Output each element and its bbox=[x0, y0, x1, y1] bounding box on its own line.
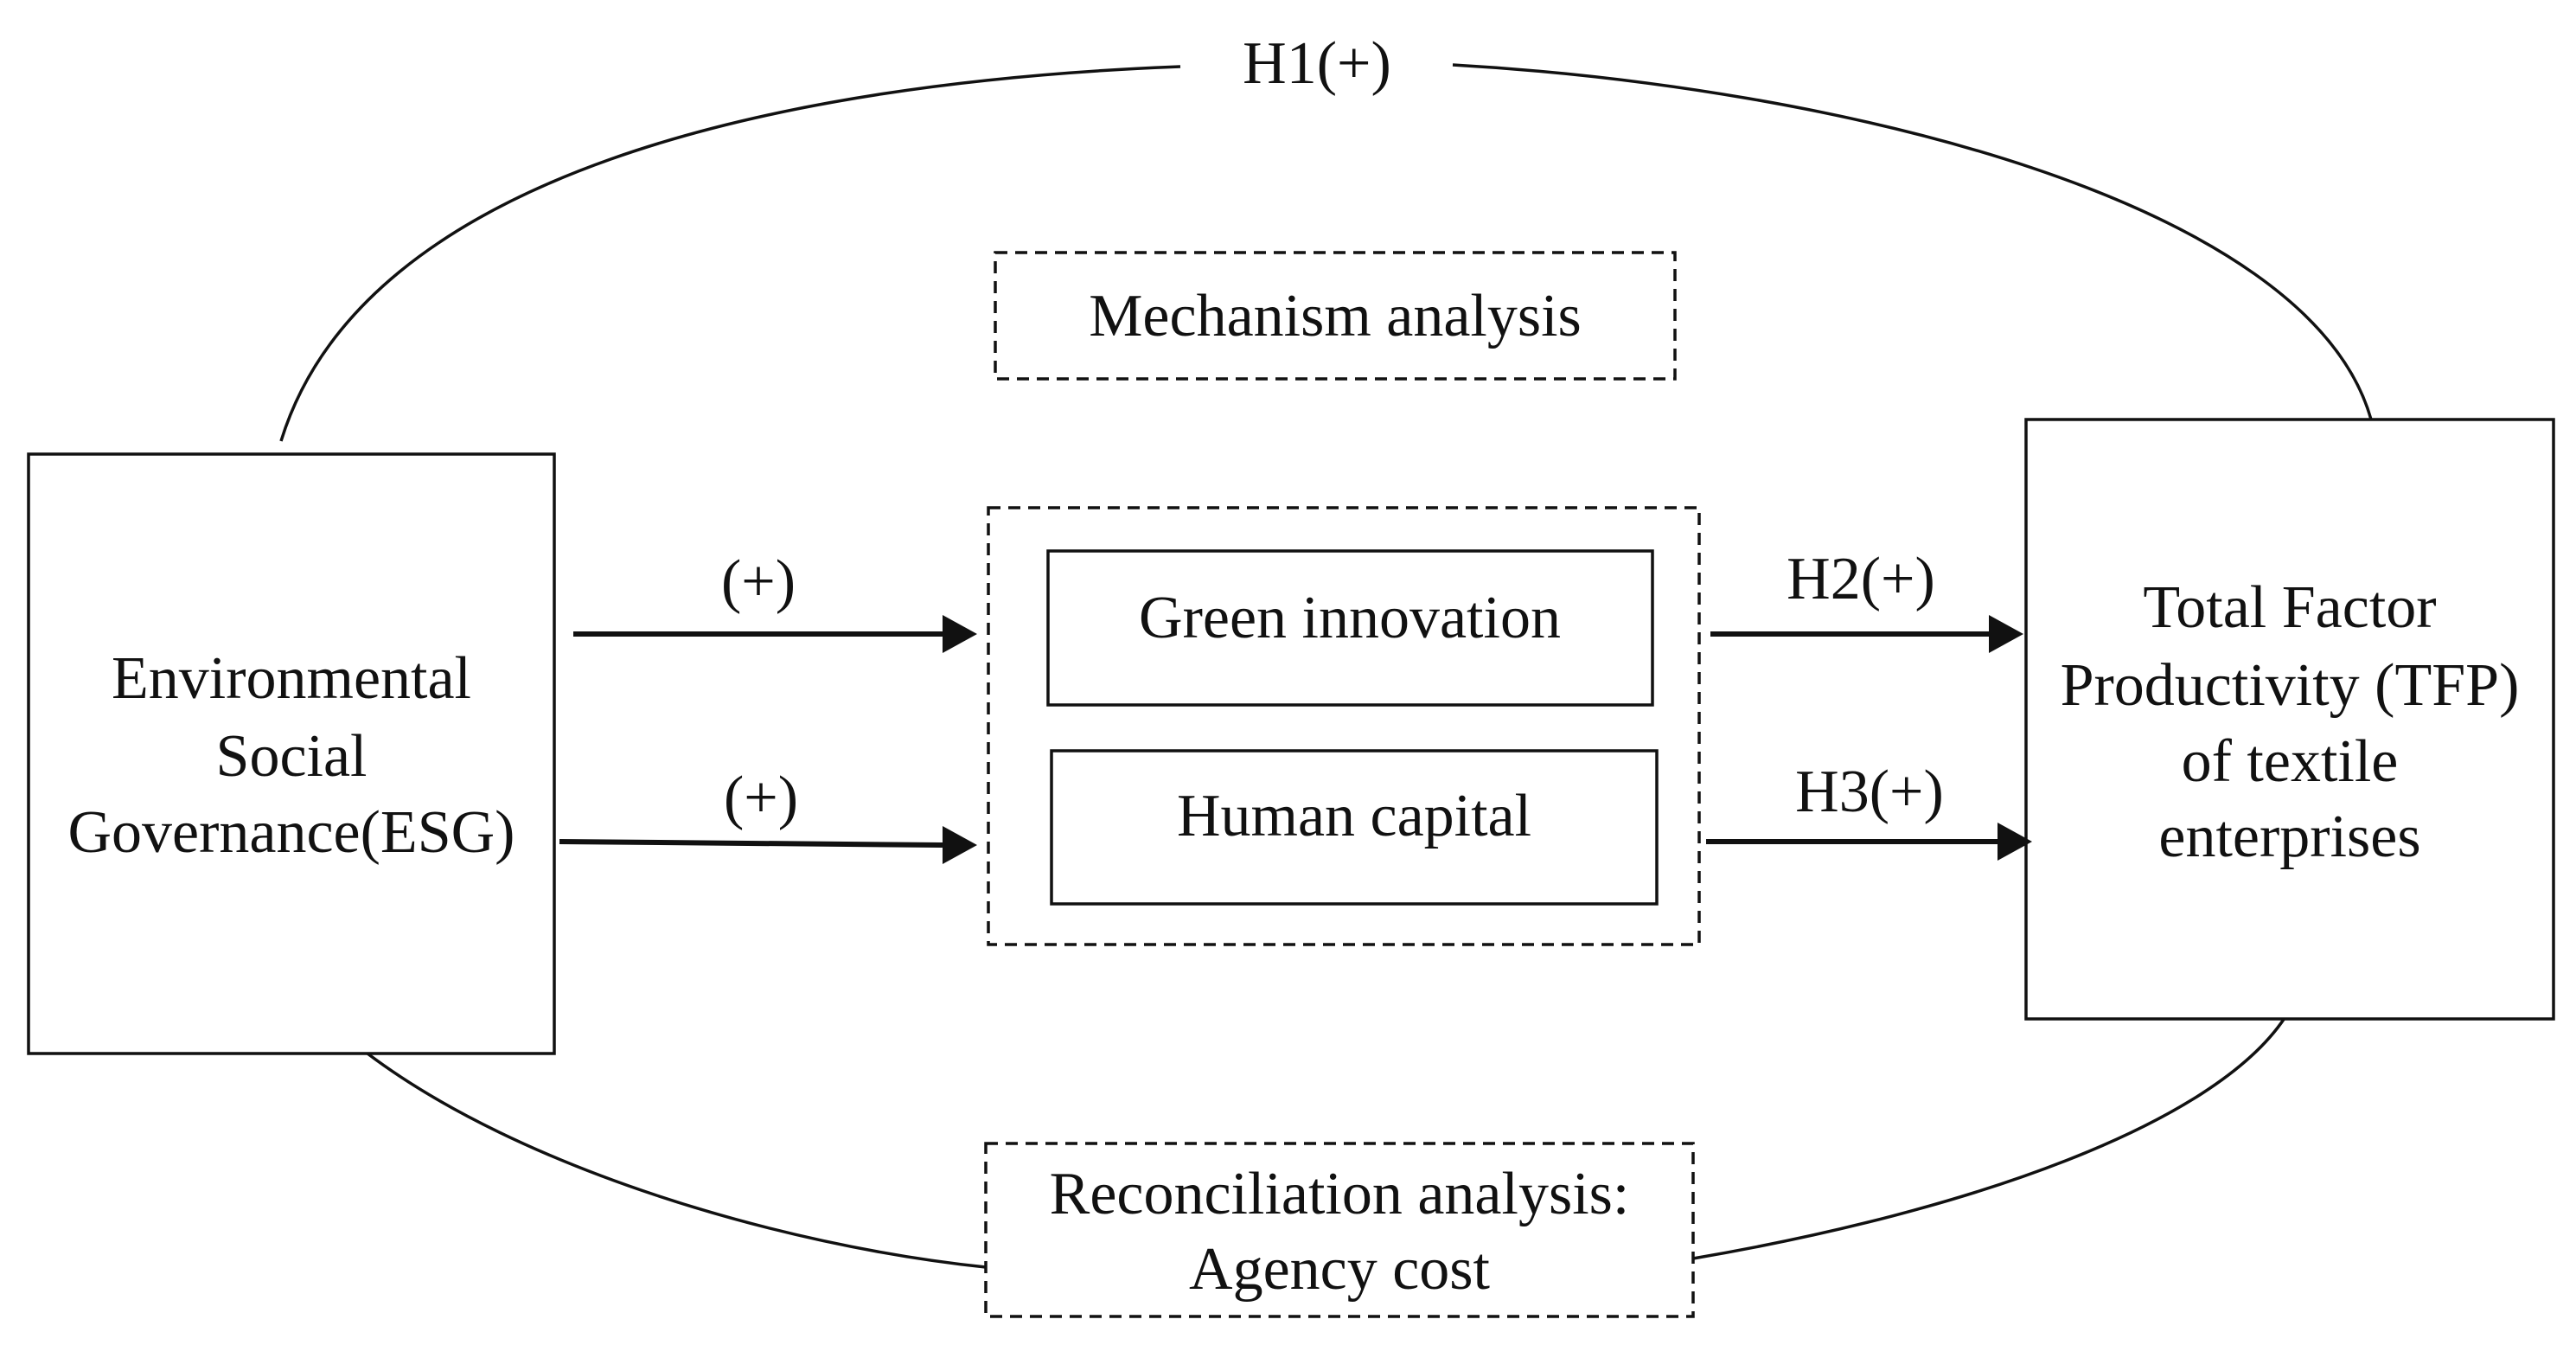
mechanism-analysis-box bbox=[994, 251, 1677, 381]
tfp-label-line1: Total Factor bbox=[2143, 574, 2436, 641]
h1-path-right bbox=[1452, 63, 2373, 420]
human-capital-box bbox=[1050, 749, 1659, 906]
green-to-tfp-label: H2(+) bbox=[1787, 546, 1935, 612]
h1-path-left bbox=[279, 65, 1181, 442]
moderation-label-line1: Reconciliation analysis: bbox=[1050, 1161, 1630, 1227]
esg-label-line2: Social bbox=[216, 723, 368, 790]
esg-to-green-arrowhead bbox=[943, 615, 977, 653]
moderation-path-left bbox=[366, 1052, 987, 1269]
esg-label-line1: Environmental bbox=[112, 645, 471, 712]
human-capital-label: Human capital bbox=[1177, 783, 1531, 849]
human-to-tfp-arrowhead bbox=[1998, 823, 2032, 861]
esg-to-human-arrowhead bbox=[943, 826, 977, 864]
tfp-box bbox=[2024, 418, 2555, 1021]
green-innovation-box bbox=[1046, 549, 1654, 707]
moderation-label-line2: Agency cost bbox=[1189, 1236, 1491, 1303]
esg-box bbox=[27, 452, 556, 1055]
mechanism-analysis-label: Mechanism analysis bbox=[1089, 283, 1582, 349]
esg-label-line3: Governance(ESG) bbox=[67, 799, 515, 866]
green-innovation-label: Green innovation bbox=[1139, 585, 1561, 651]
green-to-tfp-arrowhead bbox=[1989, 615, 2023, 653]
tfp-label-line3: of textile bbox=[2182, 728, 2399, 795]
moderation-analysis-box bbox=[984, 1142, 1695, 1318]
h1-label: H1(+) bbox=[1243, 30, 1391, 97]
moderation-path-right bbox=[1692, 1017, 2286, 1260]
human-to-tfp-label: H3(+) bbox=[1795, 759, 1944, 825]
tfp-label-line4: enterprises bbox=[2158, 804, 2420, 870]
esg-to-human-arrow bbox=[559, 839, 943, 848]
tfp-label-line2: Productivity (TFP) bbox=[2061, 652, 2520, 719]
esg-to-human-label: (+) bbox=[724, 765, 798, 831]
esg-to-green-label: (+) bbox=[721, 548, 796, 615]
